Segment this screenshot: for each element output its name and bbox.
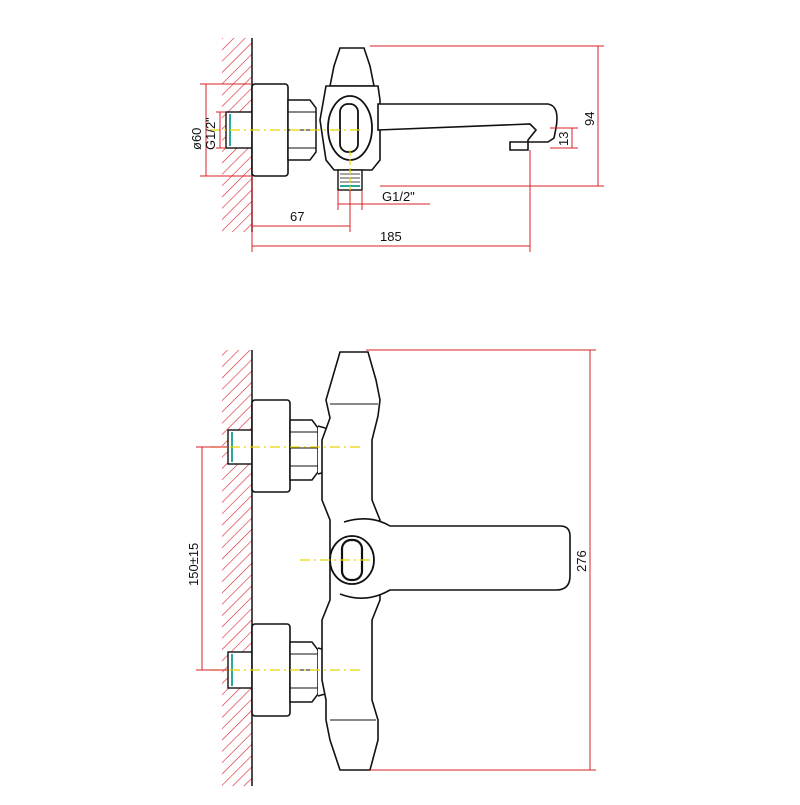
side-view: ø60 G1/2" 94 13 67 185 G1/2": [189, 38, 604, 252]
side-lever: [329, 47, 375, 87]
front-wall-hatch: [222, 350, 252, 786]
side-dim-outlet-thread: G1/2": [382, 189, 415, 204]
side-dim-diameter: ø60: [189, 128, 204, 150]
side-dim-depth-total: 185: [380, 229, 402, 244]
front-view: 150±15 276: [186, 349, 596, 786]
front-upper-escutcheon: [251, 399, 291, 493]
front-upper-nut: [289, 419, 319, 481]
front-dim-length: 276: [574, 550, 589, 572]
front-lower-nut: [289, 641, 319, 703]
side-spout: [377, 103, 558, 151]
side-dim-depth-body: 67: [290, 209, 304, 224]
front-spout: [339, 518, 571, 599]
side-dim-spout-height: 13: [556, 132, 571, 146]
side-dim-wall-thread: G1/2": [203, 117, 218, 150]
side-dim-height-total: 94: [582, 112, 597, 126]
front-dim-spacing: 150±15: [186, 543, 201, 586]
